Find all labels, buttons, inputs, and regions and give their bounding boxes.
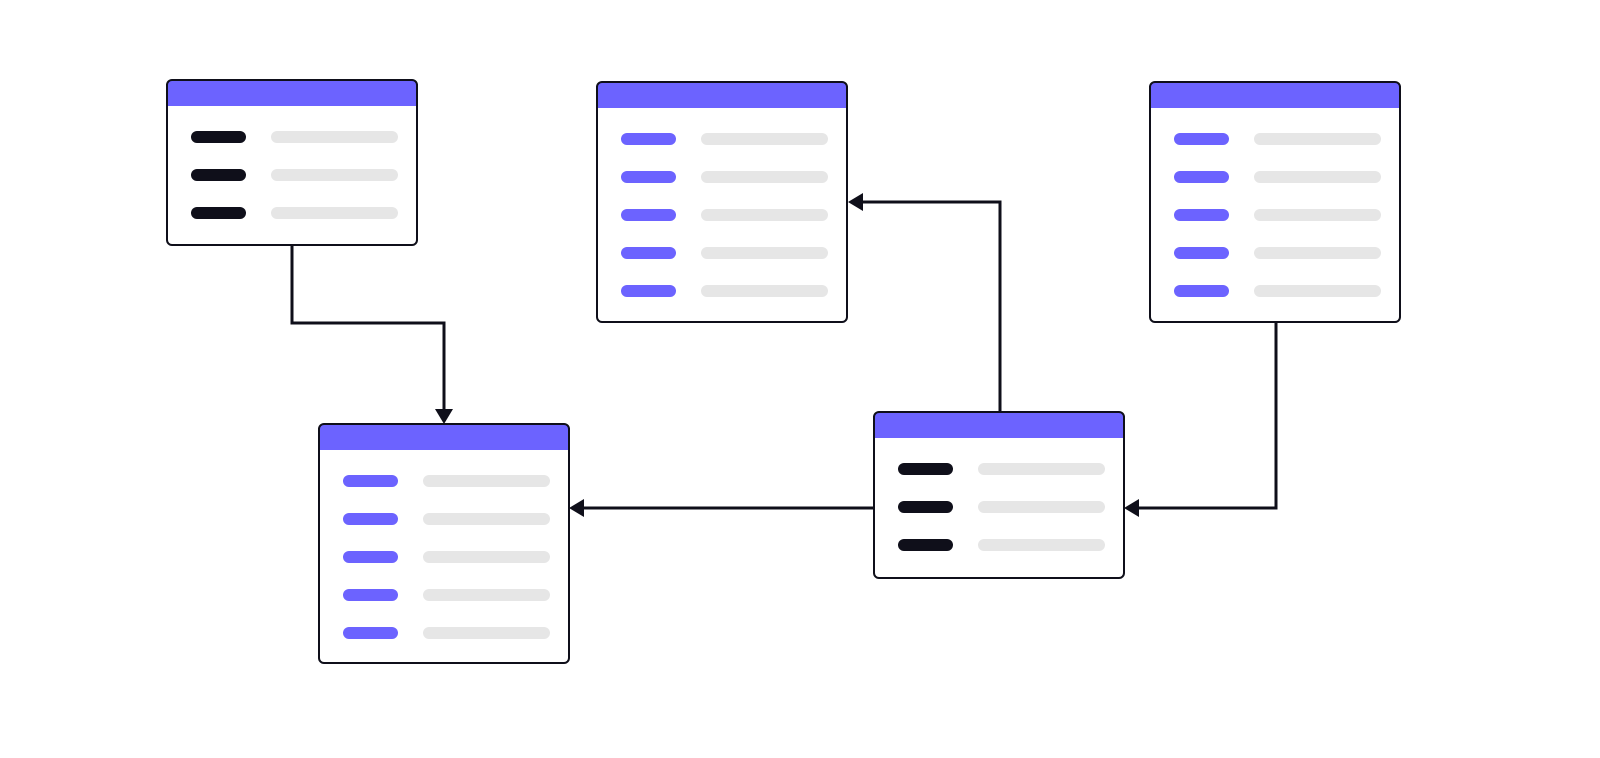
field-key-bar xyxy=(621,133,676,145)
field-key-bar xyxy=(898,501,953,513)
field-key-bar xyxy=(1174,209,1229,221)
field-key-bar xyxy=(621,285,676,297)
field-key-bar xyxy=(191,131,246,143)
table-row xyxy=(1174,285,1381,297)
connector-table-bottom-right-to-table-top-center xyxy=(848,193,1002,412)
field-key-bar xyxy=(343,627,398,639)
field-key-bar xyxy=(1174,285,1229,297)
field-value-bar xyxy=(271,131,398,143)
field-value-bar xyxy=(978,501,1105,513)
field-value-bar xyxy=(701,285,828,297)
connector-line xyxy=(290,245,446,410)
arrowhead-icon xyxy=(848,193,863,211)
field-key-bar xyxy=(191,169,246,181)
table-row xyxy=(343,551,550,563)
table-row xyxy=(191,131,398,143)
table-border xyxy=(596,81,848,323)
table-top-right xyxy=(1149,81,1401,323)
table-body xyxy=(1150,82,1400,322)
arrowhead-icon xyxy=(1124,499,1139,517)
table-bottom-right xyxy=(873,411,1125,579)
table-border xyxy=(318,423,570,664)
field-value-bar xyxy=(1254,209,1381,221)
table-row xyxy=(621,171,828,183)
table-row xyxy=(1174,247,1381,259)
arrowhead-icon xyxy=(569,499,584,517)
connector-table-top-left-to-table-bottom-left xyxy=(290,245,453,424)
table-header xyxy=(1150,82,1400,108)
connector-table-bottom-right-to-table-bottom-left xyxy=(569,499,874,517)
field-value-bar xyxy=(423,513,550,525)
table-header xyxy=(597,82,847,108)
field-key-bar xyxy=(191,207,246,219)
table-header xyxy=(874,412,1124,438)
field-value-bar xyxy=(701,247,828,259)
field-key-bar xyxy=(343,475,398,487)
table-row xyxy=(343,589,550,601)
table-border xyxy=(873,411,1125,579)
field-value-bar xyxy=(423,551,550,563)
field-value-bar xyxy=(423,627,550,639)
field-value-bar xyxy=(1254,171,1381,183)
field-value-bar xyxy=(1254,285,1381,297)
table-row xyxy=(343,475,550,487)
table-top-left xyxy=(166,79,418,246)
field-value-bar xyxy=(701,171,828,183)
table-row xyxy=(898,463,1105,475)
field-value-bar xyxy=(1254,247,1381,259)
connector-table-top-right-to-table-bottom-right xyxy=(1124,322,1278,517)
connector-line xyxy=(862,200,1002,412)
table-body xyxy=(319,424,569,663)
field-key-bar xyxy=(1174,133,1229,145)
table-row xyxy=(343,627,550,639)
table-border xyxy=(1149,81,1401,323)
table-row xyxy=(191,207,398,219)
field-value-bar xyxy=(978,539,1105,551)
field-key-bar xyxy=(621,209,676,221)
field-value-bar xyxy=(1254,133,1381,145)
field-key-bar xyxy=(898,539,953,551)
table-body xyxy=(597,82,847,322)
table-row xyxy=(191,169,398,181)
field-key-bar xyxy=(1174,247,1229,259)
table-border xyxy=(166,79,418,246)
field-key-bar xyxy=(1174,171,1229,183)
table-header xyxy=(319,424,569,450)
field-value-bar xyxy=(978,463,1105,475)
field-value-bar xyxy=(701,209,828,221)
table-row xyxy=(343,513,550,525)
field-key-bar xyxy=(343,589,398,601)
field-value-bar xyxy=(701,133,828,145)
field-key-bar xyxy=(343,551,398,563)
field-value-bar xyxy=(271,207,398,219)
table-row xyxy=(898,501,1105,513)
table-row xyxy=(898,539,1105,551)
field-key-bar xyxy=(621,247,676,259)
table-row xyxy=(621,209,828,221)
field-key-bar xyxy=(343,513,398,525)
field-value-bar xyxy=(423,475,550,487)
field-value-bar xyxy=(271,169,398,181)
table-row xyxy=(1174,171,1381,183)
table-row xyxy=(1174,209,1381,221)
arrowhead-icon xyxy=(435,409,453,424)
table-bottom-left xyxy=(318,423,570,664)
field-value-bar xyxy=(423,589,550,601)
connector-line xyxy=(1138,322,1278,510)
table-header xyxy=(167,80,417,106)
field-key-bar xyxy=(621,171,676,183)
table-top-center xyxy=(596,81,848,323)
table-row xyxy=(1174,133,1381,145)
table-row xyxy=(621,133,828,145)
table-row xyxy=(621,285,828,297)
table-row xyxy=(621,247,828,259)
field-key-bar xyxy=(898,463,953,475)
